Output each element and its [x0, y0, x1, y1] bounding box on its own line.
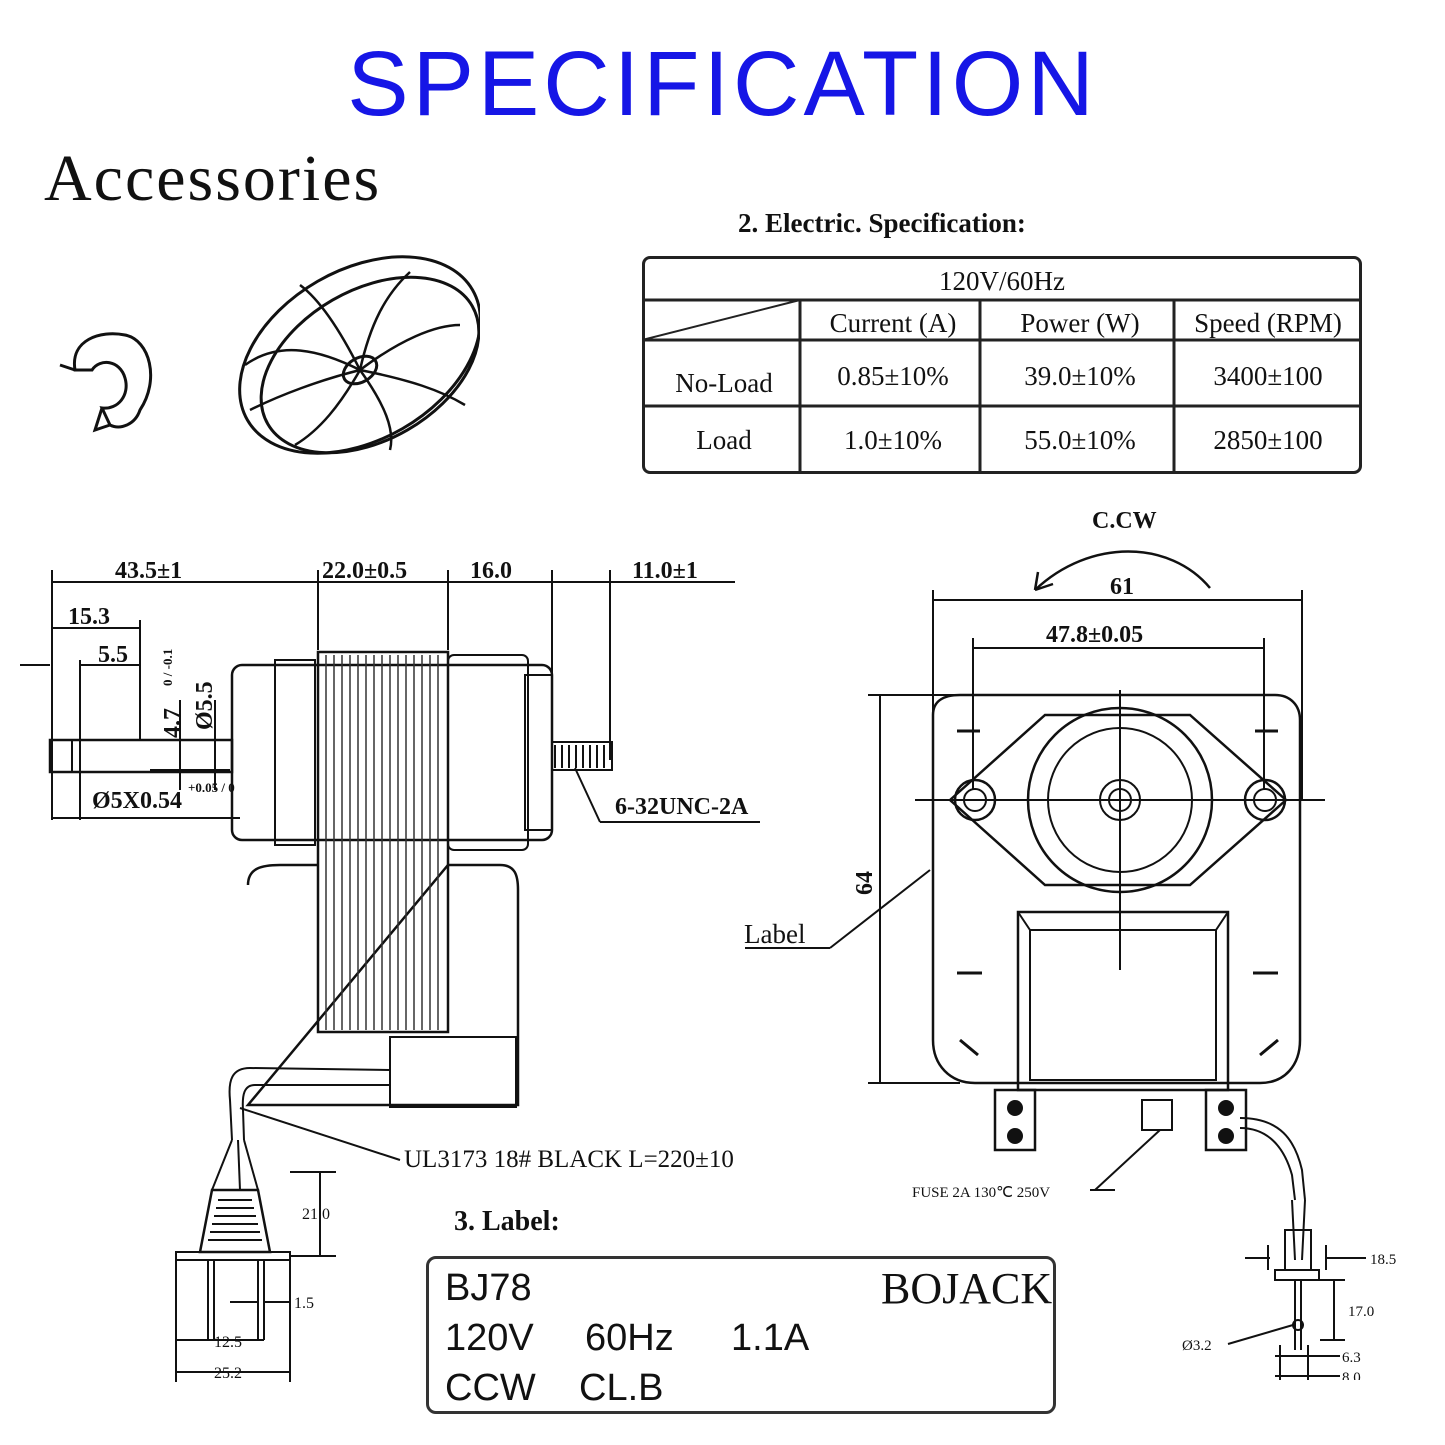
label-voltage: 120V — [445, 1317, 534, 1359]
dim-hole-spacing: 47.8±0.05 — [1046, 622, 1143, 648]
dim-43-5: 43.5±1 — [115, 558, 182, 584]
plug-dim-width: 25.2 — [214, 1365, 242, 1382]
label-rotation: CCW — [445, 1367, 536, 1409]
col-header-current: Current (A) — [829, 307, 957, 338]
cell-no-load-speed: 3400±100 — [1213, 360, 1323, 391]
label-brand: BOJACK — [881, 1264, 1053, 1313]
label-heading: 3. Label: — [454, 1206, 560, 1237]
thread-spec: 6-32UNC-2A — [615, 794, 749, 820]
dim-width-61: 61 — [1110, 574, 1134, 600]
electric-spec-heading: 2. Electric. Specification: — [738, 208, 1026, 238]
clip-icon — [59, 332, 153, 433]
side-view-drawing: 43.5±1 22.0±0.5 16.0 11.0±1 15.3 5.5 4.7… — [20, 558, 760, 1382]
supply-header: 120V/60Hz — [939, 265, 1065, 296]
terminal-dim-18-5: 18.5 — [1370, 1252, 1396, 1268]
cell-no-load-power: 39.0±10% — [1024, 360, 1136, 391]
fuse-spec: FUSE 2A 130℃ 250V — [912, 1185, 1050, 1201]
dim-4-7: 4.7 — [160, 708, 186, 738]
dim-5-5: 5.5 — [98, 642, 128, 668]
plug-dim-height: 21.0 — [302, 1206, 330, 1223]
row-label-no-load: No-Load — [675, 367, 773, 398]
cell-load-power: 55.0±10% — [1024, 424, 1136, 455]
label-current: 1.1A — [731, 1317, 810, 1359]
dim-4-7-tolerance: 0 / -0.1 — [160, 649, 175, 686]
front-view-drawing: C.CW 61 47.8±0.05 64 Label FUSE 2A 130℃ … — [744, 508, 1396, 1380]
terminal-dim-dia-3-2: Ø3.2 — [1182, 1338, 1212, 1354]
label-model: BJ78 — [445, 1267, 532, 1309]
cell-no-load-current: 0.85±10% — [837, 360, 949, 391]
dim-dia-5-5: Ø5.5 — [192, 681, 218, 730]
dim-15-3: 15.3 — [68, 604, 110, 630]
dim-22-0: 22.0±0.5 — [322, 558, 407, 584]
electric-spec-table: 120V/60Hz Current (A) Power (W) Speed (R… — [642, 256, 1362, 474]
page-title: SPECIFICATION — [347, 33, 1098, 135]
dim-11-0: 11.0±1 — [632, 558, 698, 584]
dim-5x054-tolerance: +0.05 / 0 — [188, 780, 235, 795]
label-callout: Label — [744, 919, 805, 949]
accessories-drawing — [59, 255, 480, 455]
wire-spec: UL3173 18# BLACK L=220±10 — [404, 1146, 734, 1173]
col-header-power: Power (W) — [1020, 307, 1140, 338]
dim-dia-5x054: Ø5X0.54 — [92, 788, 182, 814]
blower-wheel-icon — [238, 255, 480, 455]
plug-dim-spacing: 12.5 — [214, 1334, 242, 1351]
terminal-dim-17-0: 17.0 — [1348, 1304, 1374, 1320]
label-insulation-class: CL.B — [579, 1367, 664, 1409]
dim-height-64: 64 — [852, 871, 878, 895]
label-frequency: 60Hz — [585, 1317, 674, 1359]
terminal-dim-8-0: 8.0 — [1342, 1370, 1361, 1380]
terminal-dim-6-3: 6.3 — [1342, 1350, 1361, 1366]
plug-dim-pin: 1.5 — [294, 1295, 314, 1312]
row-label-load: Load — [696, 424, 752, 455]
motor-label-plate: BJ78 BOJACK 120V 60Hz 1.1A CCW CL.B — [426, 1256, 1056, 1414]
rotation-direction: C.CW — [1092, 508, 1157, 534]
dim-16-0: 16.0 — [470, 558, 512, 584]
cell-load-current: 1.0±10% — [843, 424, 943, 455]
col-header-speed: Speed (RPM) — [1194, 307, 1342, 338]
accessories-heading: Accessories — [44, 142, 382, 215]
cell-load-speed: 2850±100 — [1213, 424, 1323, 455]
table-grid-lines — [642, 298, 1362, 474]
